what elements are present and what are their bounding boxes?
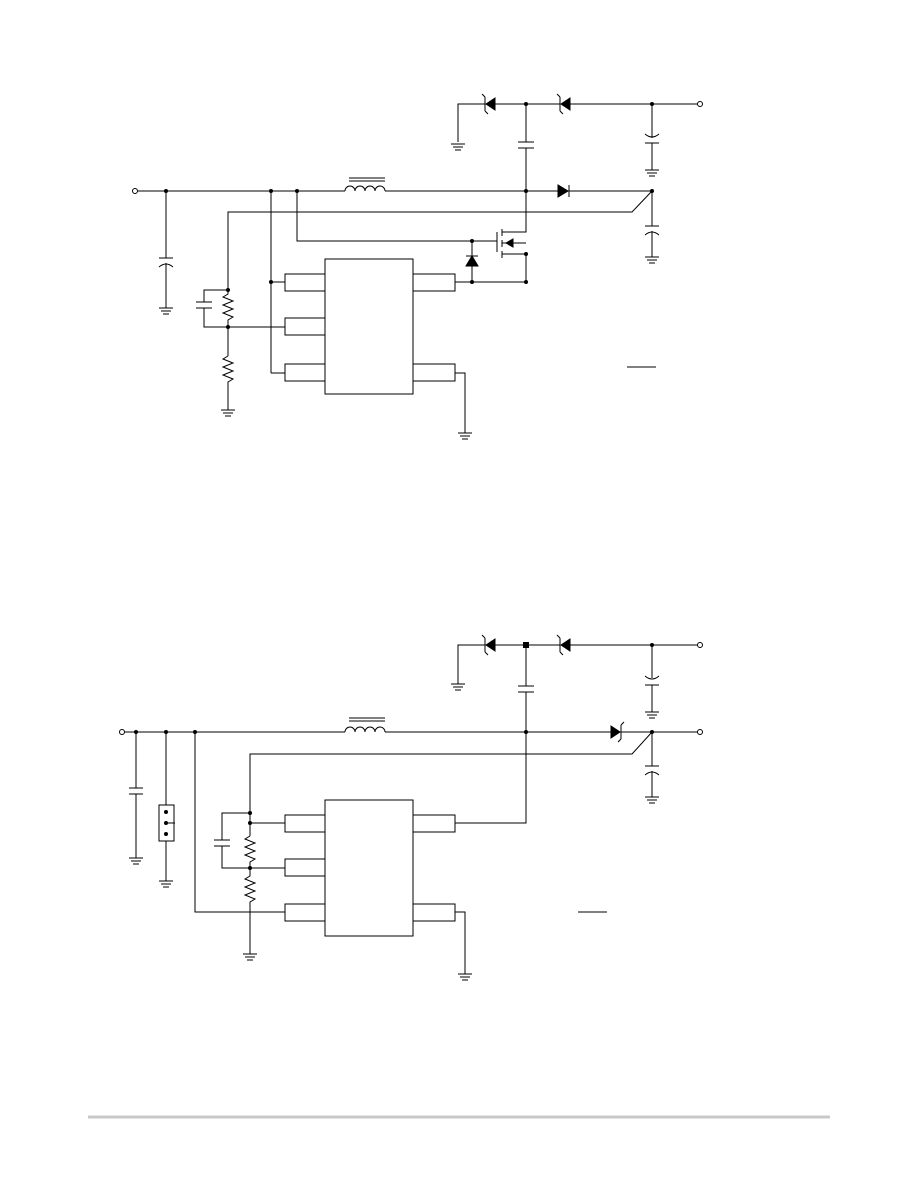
feedback-network: [196, 288, 285, 417]
charge-pump-2: [450, 634, 703, 719]
output-diode-2: [610, 721, 625, 743]
inductor: [344, 177, 386, 192]
input-terminal: [132, 188, 138, 194]
controller-ic-2: [284, 799, 456, 937]
output-terminal-2: [697, 729, 703, 735]
input-capacitor-2: [128, 732, 144, 865]
input-terminal-2: [119, 729, 125, 735]
output-diode: [557, 184, 570, 198]
schematic-top: [132, 93, 703, 440]
three-pin-connector: [158, 732, 175, 888]
input-capacitor: [158, 191, 174, 315]
output-terminal-high-2: [697, 642, 703, 648]
controller-ic: [284, 258, 456, 395]
inductor-2: [344, 717, 386, 733]
feedback-network-2: [214, 811, 285, 961]
mosfet: [296, 191, 528, 282]
output-capacitor-2: [644, 732, 660, 804]
body-diode: [465, 241, 479, 282]
schematic-bottom: [119, 634, 703, 981]
output-capacitor: [644, 191, 660, 264]
output-terminal-high: [697, 101, 703, 107]
charge-pump: [450, 93, 703, 191]
